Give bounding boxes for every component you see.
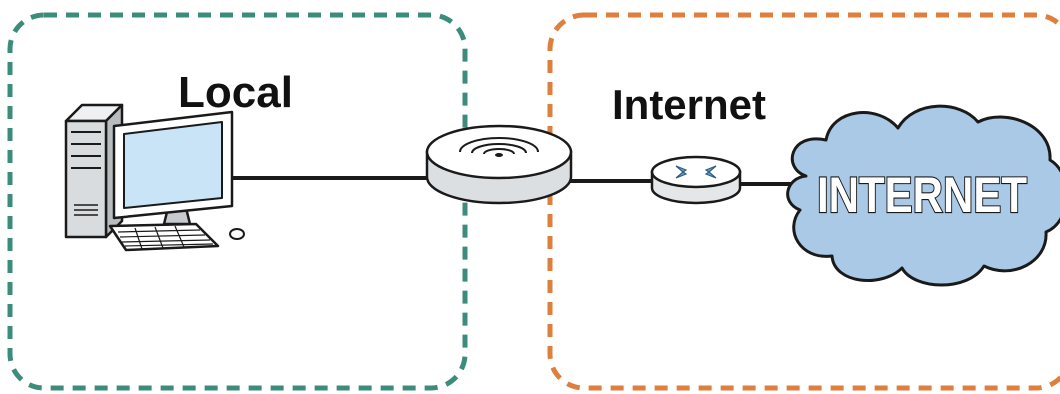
internet-zone-border [547, 12, 1060, 391]
desktop-computer-icon [64, 103, 245, 252]
local-zone-label: Local [178, 68, 293, 117]
router-icon [650, 155, 742, 205]
cloud-label: INTERNET [817, 167, 1027, 223]
wireless-access-point-icon [425, 124, 573, 205]
local-zone-border [7, 12, 468, 391]
internet-zone-label: Internet [612, 81, 766, 128]
cloud-icon [786, 104, 1060, 287]
